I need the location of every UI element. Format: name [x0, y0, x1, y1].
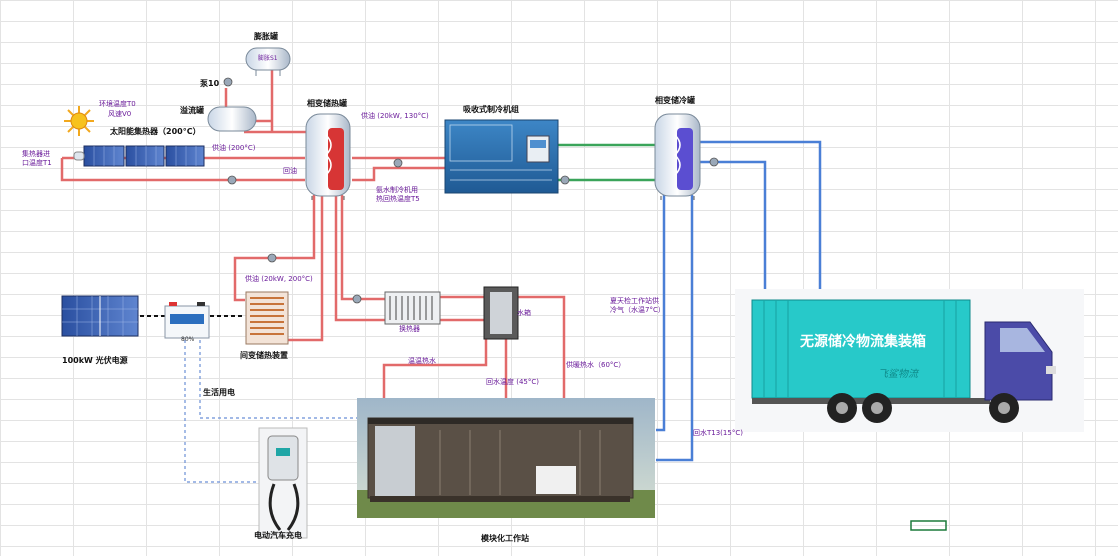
pump10-label: 泵10: [200, 79, 220, 88]
wind-speed-label: 风速V0: [108, 110, 132, 118]
water-tank-label: 水箱: [517, 309, 531, 317]
phase-cold-storage-tank: [654, 113, 701, 200]
pv-panels: [61, 295, 139, 337]
selected-cell-marker: [910, 520, 947, 531]
container-logo: 飞鲨物流: [878, 369, 918, 380]
phase-heat-device: [245, 291, 289, 345]
heat-exchanger: [384, 291, 441, 325]
expansion-tank: [245, 47, 291, 76]
container-title: 无源储冷物流集装箱: [800, 334, 926, 350]
collector-inlet-label: 集热器进 口温度T1: [22, 150, 52, 167]
solar-collector-label: 太阳能集热器（200°C）: [110, 127, 201, 136]
absorption-chiller: [444, 119, 559, 194]
expansion-tag: 膨胀S1: [258, 55, 278, 62]
sun-icon: [64, 106, 94, 136]
power-lines: [140, 315, 360, 483]
heating-supply-label: 供暖热水（60°C）: [566, 361, 626, 369]
oil-supply-130-label: 供油 (20kW, 130°C): [361, 112, 429, 120]
chiller-return-temp-label: 氨水制冷机用 热回热温度T5: [376, 186, 420, 203]
phase-cold-store-label: 相变储冷罐: [655, 96, 695, 105]
cold-water-pipes: [656, 140, 822, 462]
domestic-hot-water-label: 温温热水: [408, 357, 436, 365]
absorption-chiller-label: 吸收式制冷机组: [463, 105, 519, 114]
oil-return-label: 回油: [283, 167, 297, 175]
phase-heat-device-label: 间变储热装置: [240, 351, 288, 360]
charging-pile-label: 电动汽车充电: [254, 531, 302, 540]
living-power-label: 生活用电: [203, 388, 235, 397]
battery-icon: [164, 302, 210, 339]
return-t13-label: 回水T13(15°C): [693, 429, 743, 437]
battery-percent: 80%: [181, 336, 195, 343]
ambient-temp-label: 环境温度T0: [99, 100, 136, 108]
refrigerated-truck: [735, 289, 1084, 432]
chilled-fluid-pipes: [558, 143, 655, 182]
phase-heat-store-label: 相变储热罐: [307, 99, 347, 108]
pv-source-label: 100kW 光伏电源: [62, 356, 128, 365]
heat-exchanger-label: 换热器: [399, 325, 420, 333]
oil-supply-200-label: 供油 (200°C): [212, 144, 256, 152]
summer-cooling-label: 夏天检工作站供 冷气（水温7°C）: [610, 297, 665, 314]
modular-workstation: [357, 398, 655, 518]
oil-supply-200-device-label: 供油 (20kW, 200°C): [245, 275, 313, 283]
ev-charger: [258, 427, 308, 539]
overflow-tank: [207, 106, 257, 132]
phase-heat-storage-tank: [305, 113, 351, 200]
overflow-tank-label: 溢流罐: [180, 106, 204, 115]
water-tank: [483, 286, 519, 340]
solar-collector: [73, 145, 205, 167]
return-water-label: 回水温度 (45°C): [486, 378, 539, 386]
modular-station-label: 模块化工作站: [481, 534, 529, 543]
expansion-tank-label: 膨胀罐: [254, 32, 278, 41]
pump-icons: [223, 77, 719, 304]
